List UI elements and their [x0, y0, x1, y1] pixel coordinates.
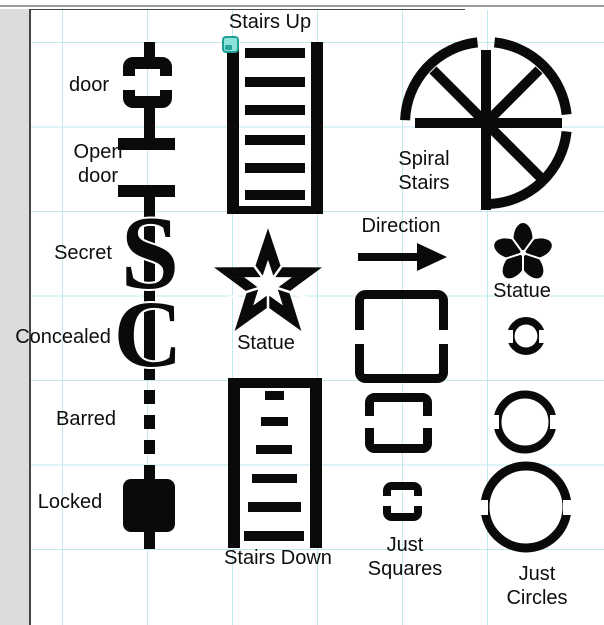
secret-label[interactable]: Secret	[54, 242, 112, 264]
door-label[interactable]: door	[68, 74, 110, 96]
barred-door-icon[interactable]	[144, 390, 155, 479]
stairs-down-icon[interactable]	[228, 378, 322, 548]
spiral-stairs-label-line1: Spiral	[398, 148, 450, 170]
locked-label[interactable]: Locked	[37, 491, 103, 513]
door-icon[interactable]	[119, 57, 176, 108]
just-circles-label-line1: Just	[518, 563, 556, 585]
spiral-stairs-label[interactable]: Spiral Stairs	[398, 147, 449, 195]
just-circles-label-line2: Circles	[506, 587, 568, 609]
statue-flower-icon[interactable]	[492, 223, 555, 285]
door-wall-line[interactable]	[144, 42, 155, 549]
canvas-border	[29, 9, 31, 625]
barred-label[interactable]: Barred	[55, 408, 117, 430]
window-divider	[0, 5, 604, 7]
circle-medium-icon[interactable]	[489, 390, 560, 454]
open-door-icon[interactable]	[118, 138, 175, 197]
locked-door-icon[interactable]	[123, 479, 175, 532]
square-large-icon[interactable]	[352, 290, 451, 383]
open-door-label-line2: door	[77, 165, 119, 187]
concealed-door-glyph: C	[114, 281, 183, 387]
concealed-label[interactable]: Concealed	[15, 326, 111, 348]
stairs-down-label[interactable]: Stairs Down	[224, 547, 332, 569]
stairs-up-icon[interactable]	[227, 42, 323, 214]
just-squares-label[interactable]: Just Squares	[368, 533, 443, 581]
concealed-door-icon[interactable]: C	[112, 279, 185, 389]
canvas-left-gutter	[0, 9, 29, 625]
just-squares-label-line2: Squares	[367, 558, 443, 580]
spiral-stairs-label-line2: Stairs	[398, 172, 450, 194]
selection-handle[interactable]	[222, 36, 239, 53]
open-door-label-line1: Open	[73, 141, 123, 163]
square-medium-icon[interactable]	[362, 393, 435, 453]
secret-door-glyph: S	[121, 194, 179, 311]
open-door-label[interactable]: Open door	[74, 140, 123, 188]
circle-small-icon[interactable]	[503, 317, 549, 355]
statue-right-label[interactable]: Statue	[493, 280, 551, 302]
statue-star-icon[interactable]	[213, 228, 323, 331]
statue-left-label[interactable]: Statue	[237, 332, 295, 354]
stairs-up-label[interactable]: Stairs Up	[228, 11, 312, 33]
just-squares-label-line1: Just	[386, 534, 424, 556]
square-small-icon[interactable]	[380, 482, 425, 521]
secret-door-icon[interactable]: S	[119, 192, 181, 313]
just-circles-label[interactable]: Just Circles	[506, 562, 567, 610]
direction-arrow-icon[interactable]	[358, 243, 447, 271]
direction-label[interactable]: Direction	[361, 215, 441, 237]
spiral-stairs-icon[interactable]	[400, 37, 572, 210]
circle-large-icon[interactable]	[477, 461, 574, 553]
